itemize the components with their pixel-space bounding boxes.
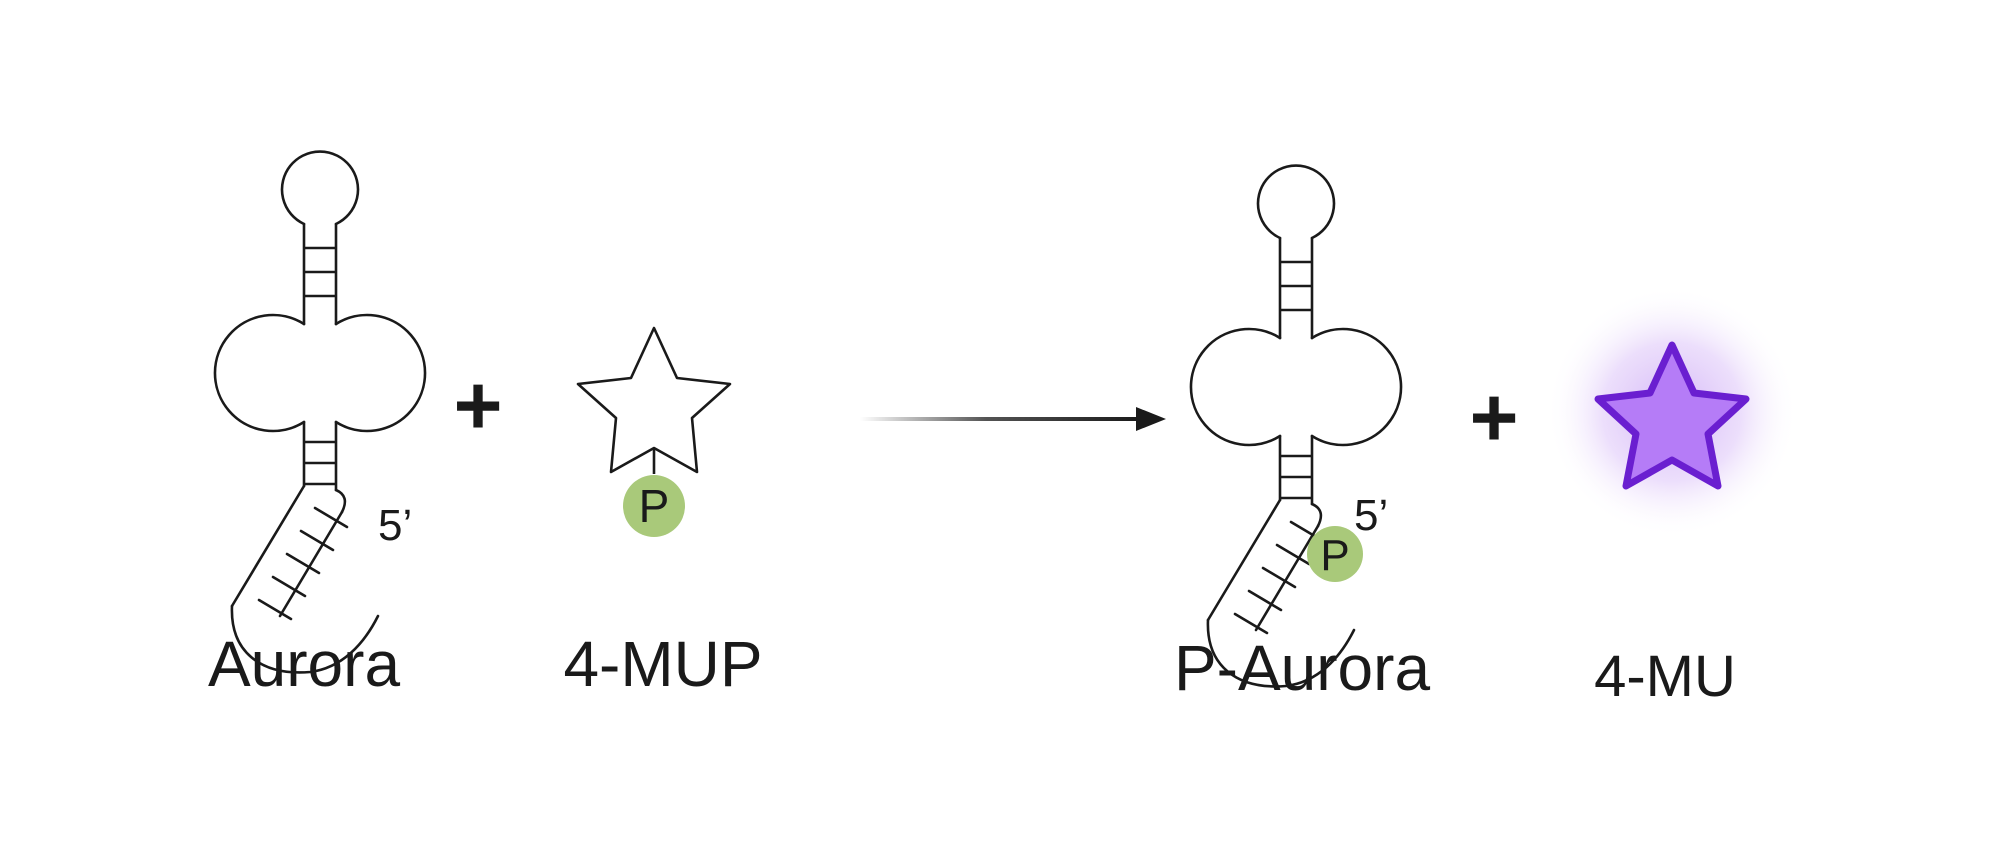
p-aurora-label: P-Aurora	[1174, 632, 1431, 704]
aurora-label: Aurora	[208, 628, 401, 700]
phosphate-group-icon	[623, 475, 685, 537]
substrate-phosphate-label: P	[639, 480, 670, 532]
aurora-5-prime-label: 5’	[378, 501, 412, 550]
aptamer-hairpin-icon	[213, 150, 427, 674]
substrate-4mup: P	[576, 326, 732, 537]
p-aurora-phosphate: P	[1307, 526, 1363, 582]
p-aurora-5-prime-label: 5’	[1354, 491, 1388, 540]
plus-sign-reactants: +	[453, 358, 502, 452]
phosphate-group-icon	[1307, 526, 1363, 582]
reaction-arrow	[860, 407, 1166, 431]
product-label: 4-MU	[1594, 644, 1736, 709]
aptamer-hairpin-icon	[1189, 164, 1403, 688]
arrowhead-icon	[1136, 407, 1166, 431]
p-aurora-phosphate-label: P	[1320, 531, 1349, 580]
aurora-aptamer: 5’	[213, 150, 427, 674]
plus-sign-products: +	[1469, 370, 1518, 464]
star-filled-glow-icon	[1594, 341, 1750, 490]
arrow-right-icon	[860, 417, 1140, 421]
p-aurora-aptamer: 5’	[1189, 164, 1403, 688]
substrate-label: 4-MUP	[563, 628, 762, 700]
product-4mu	[1546, 286, 1798, 538]
